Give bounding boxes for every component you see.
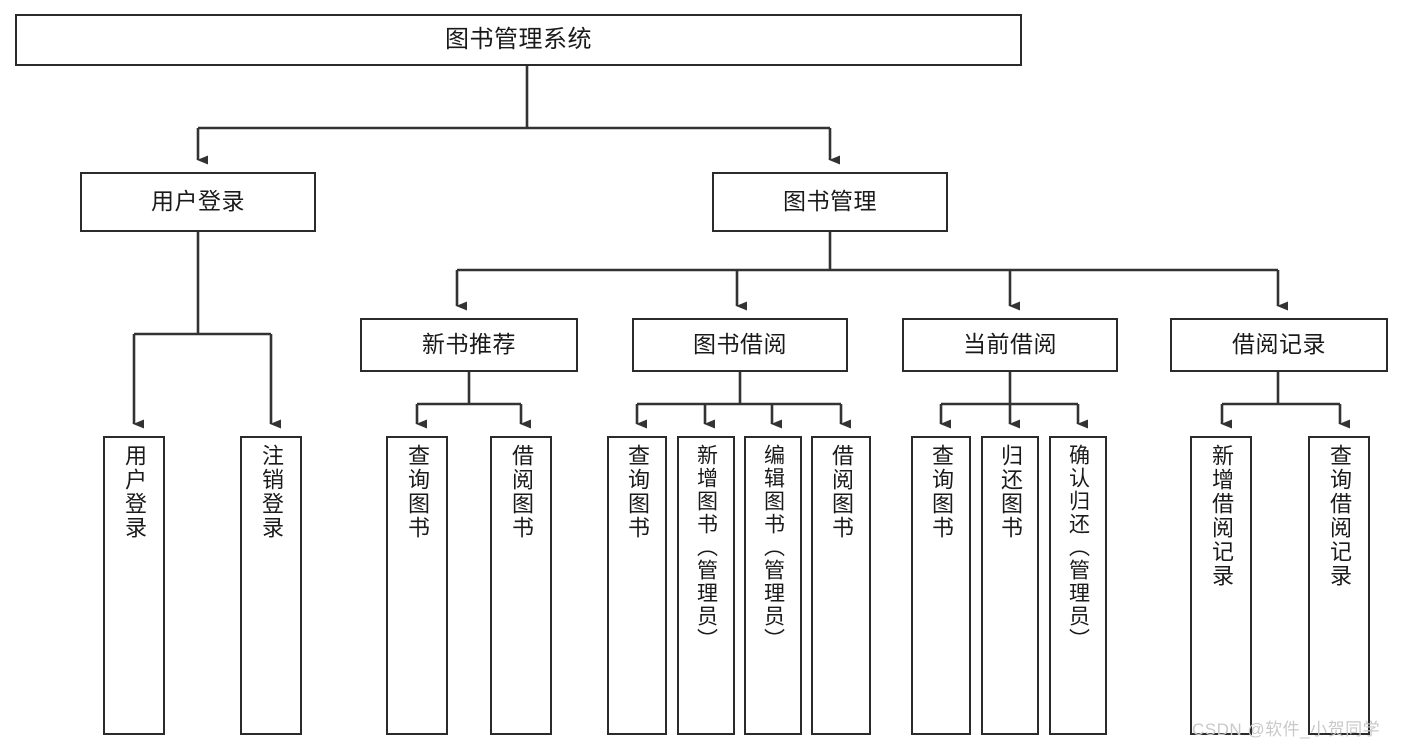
- node-leaf-edit-book-label: 编辑图书（管理员）: [761, 444, 785, 651]
- node-leaf-confirm-return-label: 确认归还（管理员）: [1066, 444, 1090, 651]
- node-leaf-logout-label: 注销登录: [259, 444, 284, 540]
- node-leaf-add-record-label: 新增借阅记录: [1209, 444, 1234, 588]
- node-book-borrow[interactable]: 图书借阅: [632, 318, 848, 372]
- node-borrow-record[interactable]: 借阅记录: [1170, 318, 1388, 372]
- node-root[interactable]: 图书管理系统: [15, 14, 1022, 66]
- csdn-watermark: CSDN @软件_小贺同学: [1192, 720, 1381, 739]
- node-leaf-query-book-3[interactable]: 查询图书: [911, 436, 971, 735]
- node-leaf-query-book-2[interactable]: 查询图书: [607, 436, 667, 735]
- node-leaf-logout[interactable]: 注销登录: [240, 436, 302, 735]
- node-leaf-return-book-label: 归还图书: [998, 444, 1023, 540]
- node-book-manage-label: 图书管理: [783, 188, 877, 215]
- node-leaf-add-book[interactable]: 新增图书（管理员）: [677, 436, 735, 735]
- node-leaf-borrow-book-1-label: 借阅图书: [509, 444, 534, 540]
- node-leaf-query-book-3-label: 查询图书: [929, 444, 954, 540]
- node-new-book-recommend-label: 新书推荐: [422, 331, 516, 358]
- node-leaf-borrow-book-2-label: 借阅图书: [829, 444, 854, 540]
- node-current-borrow[interactable]: 当前借阅: [902, 318, 1118, 372]
- node-leaf-edit-book[interactable]: 编辑图书（管理员）: [744, 436, 802, 735]
- node-new-book-recommend[interactable]: 新书推荐: [360, 318, 578, 372]
- node-borrow-record-label: 借阅记录: [1232, 331, 1326, 358]
- node-user-login-label: 用户登录: [151, 188, 245, 215]
- node-leaf-query-book-2-label: 查询图书: [625, 444, 650, 540]
- node-book-borrow-label: 图书借阅: [693, 331, 787, 358]
- node-leaf-query-record-label: 查询借阅记录: [1327, 444, 1352, 588]
- node-leaf-add-book-label: 新增图书（管理员）: [694, 444, 718, 651]
- node-leaf-user-login[interactable]: 用户登录: [103, 436, 165, 735]
- node-root-label: 图书管理系统: [445, 25, 592, 53]
- node-leaf-query-book-1-label: 查询图书: [405, 444, 430, 540]
- node-leaf-query-book-1[interactable]: 查询图书: [386, 436, 448, 735]
- node-leaf-user-login-label: 用户登录: [122, 444, 147, 540]
- node-leaf-confirm-return[interactable]: 确认归还（管理员）: [1049, 436, 1107, 735]
- node-user-login[interactable]: 用户登录: [80, 172, 316, 232]
- node-book-manage[interactable]: 图书管理: [712, 172, 948, 232]
- node-leaf-borrow-book-2[interactable]: 借阅图书: [811, 436, 871, 735]
- node-leaf-return-book[interactable]: 归还图书: [981, 436, 1039, 735]
- node-leaf-query-record[interactable]: 查询借阅记录: [1308, 436, 1370, 735]
- node-current-borrow-label: 当前借阅: [963, 331, 1057, 358]
- node-leaf-add-record[interactable]: 新增借阅记录: [1190, 436, 1252, 735]
- node-leaf-borrow-book-1[interactable]: 借阅图书: [490, 436, 552, 735]
